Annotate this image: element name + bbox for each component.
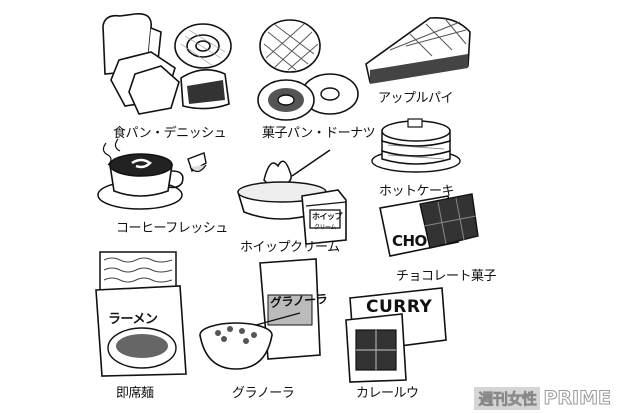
- caption-sweetbun-donut: 菓子パン・ドーナツ: [262, 126, 376, 141]
- caption-coffee-creamer: コーヒーフレッシュ: [116, 221, 228, 236]
- whipped-cream-illustration: [230, 146, 360, 246]
- watermark-jp: 週刊女性: [474, 386, 541, 410]
- caption-apple-pie: アップルパイ: [378, 91, 454, 106]
- watermark-en: PRIME: [543, 387, 612, 410]
- caption-granola: グラノーラ: [232, 386, 295, 401]
- caption-curry-roux: カレールウ: [356, 386, 419, 401]
- melonpan-donut-illustration: [252, 14, 362, 124]
- caption-pancake: ホットケーキ: [379, 184, 455, 199]
- caption-chocolate: チョコレート菓子: [396, 269, 497, 284]
- curry-package-label: CURRY: [366, 297, 433, 317]
- instant-noodle-illustration: [92, 246, 192, 377]
- bread-danish-illustration: [95, 8, 245, 118]
- chocolate-illustration: [374, 190, 484, 260]
- caption-whipped-cream: ホイップクリーム: [240, 240, 340, 255]
- whip-package-label: ホイップ: [312, 212, 343, 221]
- caption-instant-noodle: 即席麺: [116, 386, 154, 401]
- choco-package-label: CHO: [392, 232, 427, 250]
- caption-bread-danish: 食パン・デニッシュ: [113, 126, 227, 141]
- pancake-illustration: [368, 105, 468, 175]
- whip-package-sublabel: クリーム: [314, 224, 336, 231]
- curry-roux-illustration: [342, 284, 452, 384]
- apple-pie-illustration: [360, 14, 475, 94]
- ramen-package-label: ラーメン: [108, 312, 158, 327]
- coffee-creamer-illustration: [88, 135, 218, 215]
- granola-illustration: [196, 255, 326, 375]
- watermark-logo: 週刊女性 PRIME: [474, 386, 614, 410]
